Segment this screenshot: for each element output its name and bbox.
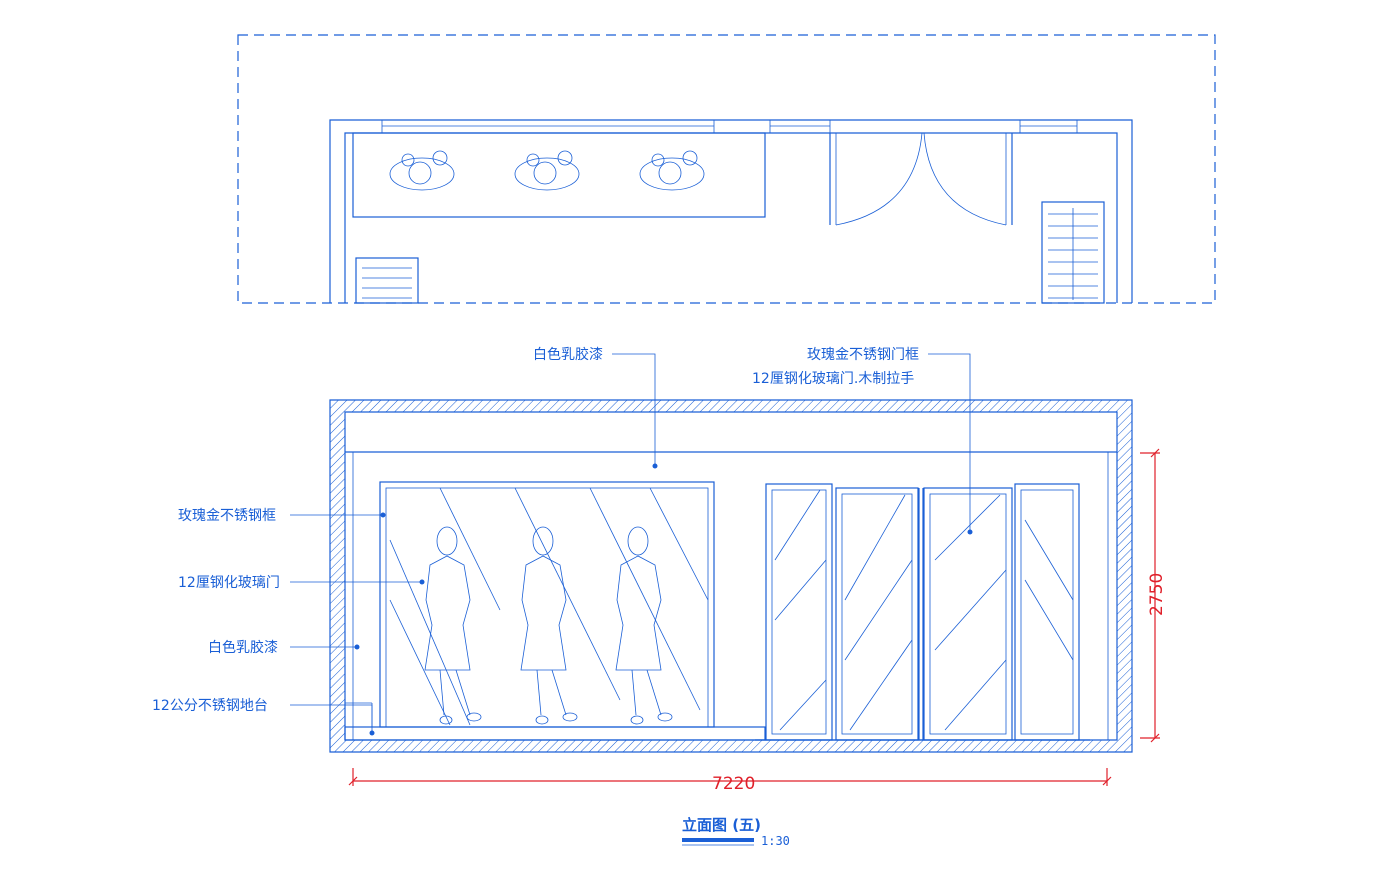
stainless-steel-base xyxy=(344,726,766,741)
label-left-glass: 12厘钢化玻璃门 xyxy=(178,574,280,591)
plan-window-mid xyxy=(769,119,831,134)
mannequin-figure xyxy=(520,526,578,725)
plan-dashed-boundary xyxy=(237,34,1216,304)
plan-plant-symbol xyxy=(514,150,580,191)
plan-shelf-left xyxy=(355,257,419,304)
glass-door-panel xyxy=(765,483,833,741)
elevation-view xyxy=(329,399,1133,753)
drawing-title: 立面图 (五) xyxy=(682,816,761,834)
mannequin-figure xyxy=(615,526,673,725)
title-underline xyxy=(682,838,754,842)
plan-window-left xyxy=(381,119,715,134)
plan-inner-wall xyxy=(344,132,1118,303)
plan-window-right xyxy=(1019,119,1078,134)
label-door-glass: 12厘钢化玻璃门.木制拉手 xyxy=(752,370,914,387)
leader-lines xyxy=(290,353,973,736)
dimension-height: 2750 xyxy=(1140,448,1167,743)
elevation-wall-hatch xyxy=(329,399,1133,753)
plan-double-door xyxy=(829,132,1013,226)
display-window xyxy=(379,481,715,728)
top-plan-view xyxy=(237,34,1216,304)
plan-display-counter xyxy=(352,132,766,218)
plan-outer-wall xyxy=(329,119,1133,303)
glass-door-panel xyxy=(1014,483,1080,741)
mannequin-figure xyxy=(424,526,482,725)
dimension-height-label: 2750 xyxy=(1147,573,1167,616)
label-top-paint: 白色乳胶漆 xyxy=(533,346,603,363)
glass-door-panel xyxy=(835,487,919,741)
drawing-scale: 1:30 xyxy=(761,834,790,848)
glass-door-panel xyxy=(923,487,1013,741)
dimension-width-label: 7220 xyxy=(712,774,755,794)
label-left-base: 12公分不锈钢地台 xyxy=(152,698,268,714)
dimension-width: 7220 xyxy=(348,768,1112,794)
plan-plant-symbol xyxy=(389,150,455,191)
label-door-frame: 玫瑰金不锈钢门框 xyxy=(807,347,919,363)
label-left-paint: 白色乳胶漆 xyxy=(208,639,278,656)
plan-plant-symbol xyxy=(639,150,705,191)
plan-shelf-right xyxy=(1041,201,1105,304)
label-left-frame: 玫瑰金不锈钢框 xyxy=(178,508,276,524)
